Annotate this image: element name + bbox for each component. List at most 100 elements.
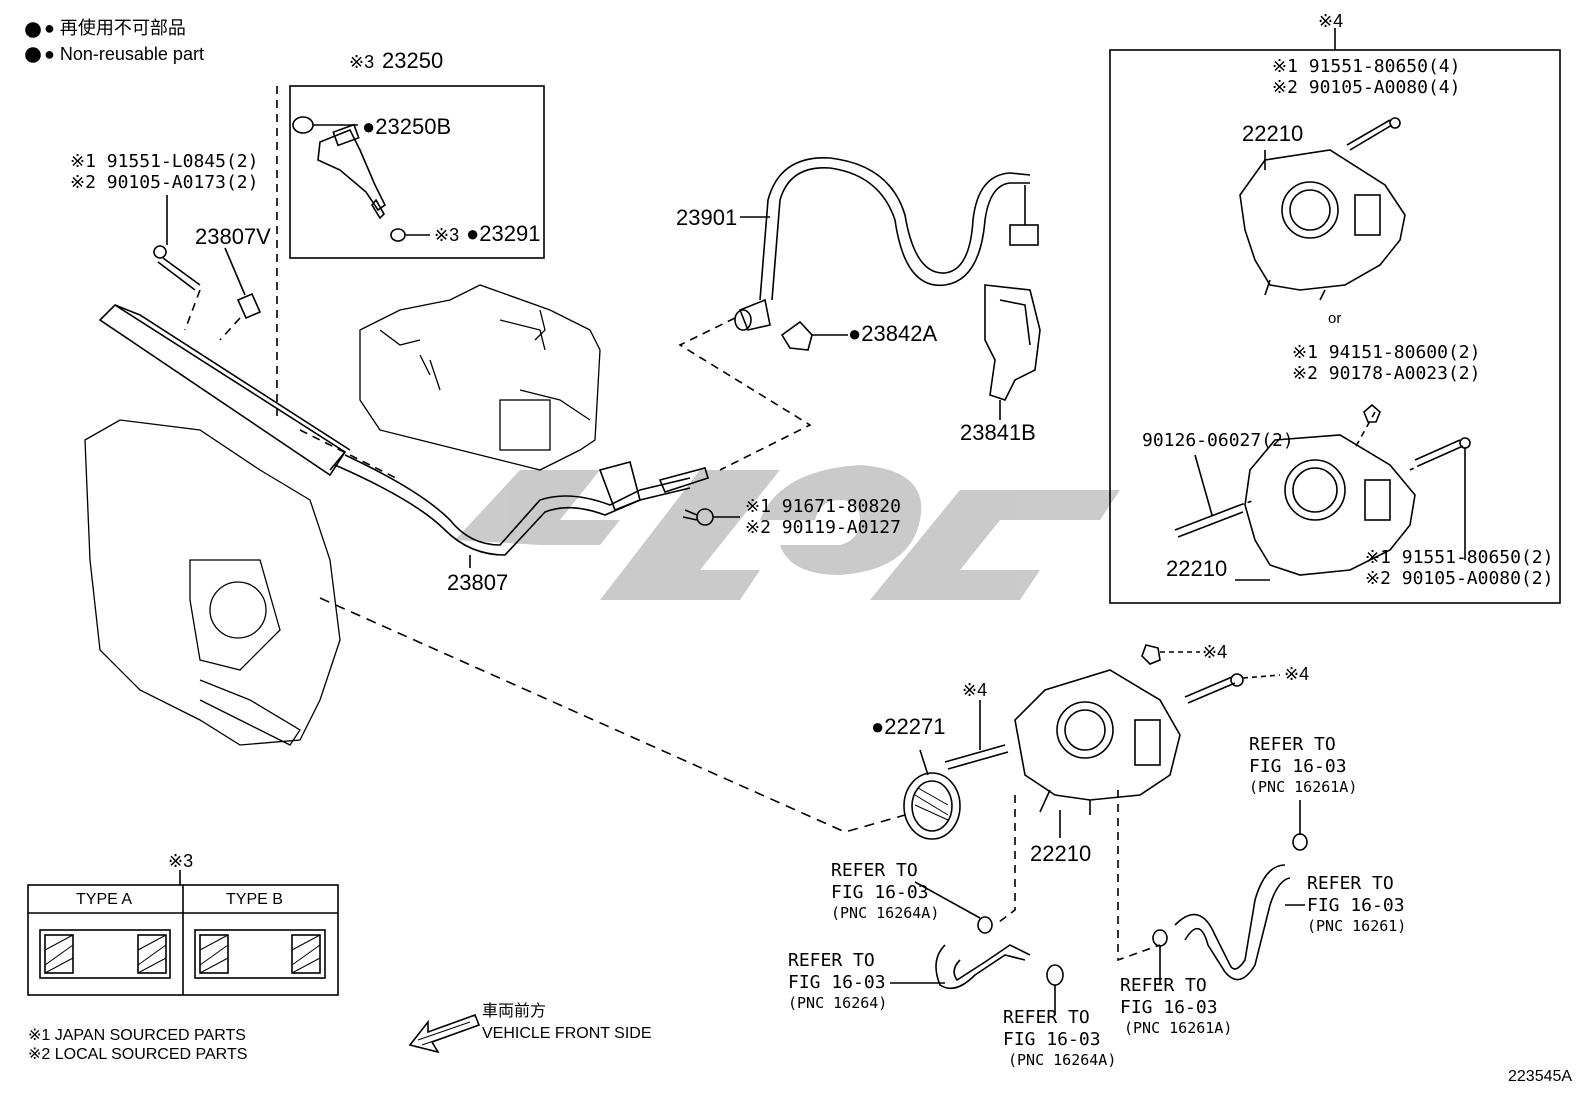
ref6-line2: FIG 16-03 <box>1120 997 1218 1018</box>
leader-dashed <box>678 317 812 471</box>
ref2-line1: REFER TO <box>1307 873 1394 894</box>
watermark-logo <box>455 465 1120 600</box>
ref3-line3: (PNC 16264A) <box>831 904 940 922</box>
throttle-main-part-number: 22210 <box>1030 841 1092 866</box>
throttle-body-a-icon <box>1239 149 1406 301</box>
injector-part-number: 23250 <box>382 48 444 73</box>
note-local: ※2 LOCAL SOURCED PARTS <box>28 1046 248 1063</box>
o-ring-part-number: ●23250B <box>362 114 452 139</box>
leader-dashed <box>1117 790 1161 962</box>
engine-block-icon <box>84 284 601 746</box>
hose-end-icon <box>734 298 771 331</box>
bracket-part-number: 23841B <box>960 420 1036 445</box>
spacer-part-number: 23807V <box>195 224 271 249</box>
stud-main-icon <box>944 700 1009 770</box>
leader-dashed <box>184 289 201 331</box>
leader-line <box>1194 454 1213 516</box>
ref4-line3: (PNC 16264) <box>788 994 888 1012</box>
insulator-part-number: ●23291 <box>466 221 541 246</box>
ref5-line1: REFER TO <box>1003 1007 1090 1028</box>
throttle-a-local: ※2 90105-A0080(4) <box>1272 77 1461 98</box>
ref5-line2: FIG 16-03 <box>1003 1029 1101 1050</box>
bolt-a-icon <box>1346 117 1401 151</box>
left-bolt-local: ※2 90105-A0173(2) <box>70 172 259 193</box>
left-bolt-japan: ※1 91551-L0845(2) <box>70 151 259 172</box>
ref1-line2: FIG 16-03 <box>1249 756 1347 777</box>
ref6-line1: REFER TO <box>1120 975 1207 996</box>
throttle-a-japan: ※1 91551-80650(4) <box>1272 56 1461 77</box>
clip-icon <box>780 320 848 351</box>
ref6-line3: (PNC 16261A) <box>1124 1019 1233 1037</box>
left-bolt-icon <box>153 195 201 291</box>
ref2-line2: FIG 16-03 <box>1307 895 1405 916</box>
nut-mark: ※4 <box>1202 642 1228 662</box>
leader-dashed <box>319 597 906 833</box>
front-jp: 車両前方 <box>482 1003 547 1020</box>
nut-main-icon <box>1141 644 1200 665</box>
ref1-line3: (PNC 16261A) <box>1249 778 1358 796</box>
injector-mark: ※3 <box>349 52 375 72</box>
rail-bolt-local: ※2 90119-A0127 <box>745 517 901 538</box>
hose-right-icon <box>1152 833 1308 981</box>
ref4-line1: REFER TO <box>788 950 875 971</box>
fuel-rail-icon <box>98 303 709 556</box>
diagram-id: 223545A <box>1508 1068 1573 1085</box>
gasket-part-number: ●22271 <box>871 714 946 739</box>
o-ring-icon <box>292 116 358 134</box>
throttle-body-b-icon <box>1244 434 1416 576</box>
gasket-icon <box>903 749 961 840</box>
rail-bolt-japan: ※1 91671-80820 <box>745 496 901 517</box>
type-table <box>27 870 339 996</box>
ref3-line2: FIG 16-03 <box>831 882 929 903</box>
or-label: or <box>1328 310 1342 327</box>
type-table-mark: ※3 <box>168 851 194 871</box>
bolt-main-icon <box>1184 673 1281 704</box>
legend-en: ● Non-reusable part <box>44 44 204 64</box>
insulator-mark: ※3 <box>434 225 460 245</box>
stud-b-icon <box>1174 499 1256 538</box>
throttle-box-mark: ※4 <box>1318 11 1344 31</box>
bullet-dot <box>25 47 41 63</box>
fuel-injector-icon <box>317 123 387 220</box>
hose-left-icon <box>935 916 1064 990</box>
bolt-mark: ※4 <box>1284 664 1310 684</box>
ref1-line1: REFER TO <box>1249 734 1336 755</box>
nut-b-icon <box>1363 403 1381 423</box>
clip-part-number: ●23842A <box>848 321 938 346</box>
ref3-line1: REFER TO <box>831 860 918 881</box>
bullet-dot <box>25 22 41 38</box>
stud-mark: ※4 <box>962 680 988 700</box>
ref4-line2: FIG 16-03 <box>788 972 886 993</box>
throttle-a-part-number: 22210 <box>1242 121 1304 146</box>
throttle-b-bolt-local: ※2 90105-A0080(2) <box>1365 568 1554 589</box>
ref2-line3: (PNC 16261) <box>1307 917 1407 935</box>
throttle-b-japan: ※1 94151-80600(2) <box>1292 342 1481 363</box>
note-japan: ※1 JAPAN SOURCED PARTS <box>28 1027 246 1044</box>
vapor-tube-part-number: 23901 <box>676 205 738 230</box>
throttle-b-part-number: 22210 <box>1166 556 1228 581</box>
throttle-b-stud: 90126-06027(2) <box>1142 430 1294 451</box>
bolt-b-icon <box>1409 437 1471 471</box>
ref5-line3: (PNC 16264A) <box>1008 1051 1117 1069</box>
rail-bolt-icon <box>682 508 740 526</box>
leader-dashed <box>219 317 241 341</box>
throttle-b-local: ※2 90178-A0023(2) <box>1292 363 1481 384</box>
throttle-body-main-icon <box>1014 669 1181 815</box>
fuel-rail-part-number: 23807 <box>447 570 509 595</box>
leader-dashed <box>1354 411 1376 449</box>
leader-dashed <box>299 429 401 481</box>
injector-box <box>289 85 545 259</box>
spacer-icon <box>224 247 262 320</box>
vapor-hose-icon <box>759 157 1039 301</box>
insulator-icon <box>390 228 430 242</box>
front-en: VEHICLE FRONT SIDE <box>482 1025 652 1042</box>
leader-dashed <box>994 795 1016 926</box>
legend-jp: ● 再使用不可部品 <box>44 18 186 38</box>
front-arrow-icon <box>408 1013 481 1054</box>
leader-line <box>914 881 981 919</box>
type-b-label: TYPE B <box>226 891 283 908</box>
throttle-b-bolt-japan: ※1 91551-80650(2) <box>1365 547 1554 568</box>
bracket-icon <box>984 284 1041 401</box>
